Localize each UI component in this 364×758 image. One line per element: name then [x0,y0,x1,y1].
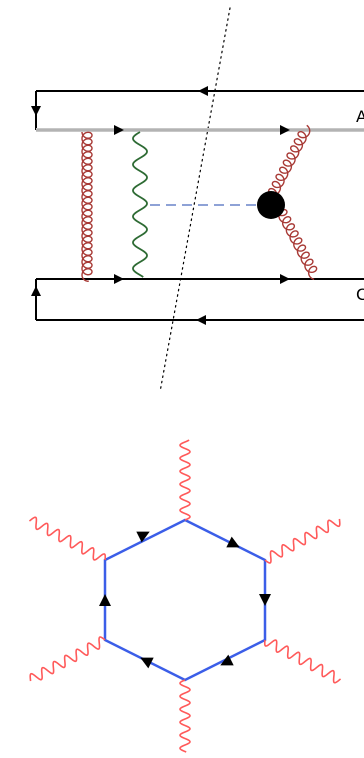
loop-arrow-1 [226,536,240,548]
gluon-middle-wavy [132,131,148,278]
gluon-coil-path [81,131,93,282]
loop-arrow-4 [140,657,154,669]
top-feynman-diagram: A C [31,7,364,393]
external-photon-2 [264,518,341,564]
arrow-lower-top-2 [280,274,290,284]
external-photon-4 [179,679,191,753]
arrow-upper-bottom-2 [280,125,290,135]
arrow-lower-bottom [196,315,206,325]
lower-fermion-lines [31,274,364,325]
gluon-coil-path [275,208,318,280]
external-photon-1 [179,439,191,521]
loop-arrow-6 [136,531,150,543]
external-photon-3 [263,639,342,684]
gluon-right-upper [268,124,311,199]
external-photon-6 [28,516,107,561]
loop-arrows [99,531,271,669]
upper-fermion-lines [31,86,364,135]
edge-label-bottom: C [356,285,364,304]
effective-vertex [257,191,285,219]
arrow-upper-bottom-1 [114,125,124,135]
arrow-upper-left [31,106,41,116]
external-photon-5 [29,636,106,682]
gluon-coil-path [268,124,311,199]
edge-label-top: A [356,107,364,126]
fermion-loop-hexagon [103,518,267,682]
loop-arrow-5 [99,594,111,606]
external-photons [28,439,342,753]
gluon-right-lower [275,208,318,280]
cut-line [159,7,231,393]
gluon-left [81,131,93,282]
arrow-lower-left [31,286,41,296]
arrow-upper-top [198,86,208,96]
bottom-feynman-diagram [28,439,342,753]
loop-arrow-3 [220,654,234,666]
arrow-lower-top-1 [114,274,124,284]
loop-arrow-2 [259,594,271,606]
